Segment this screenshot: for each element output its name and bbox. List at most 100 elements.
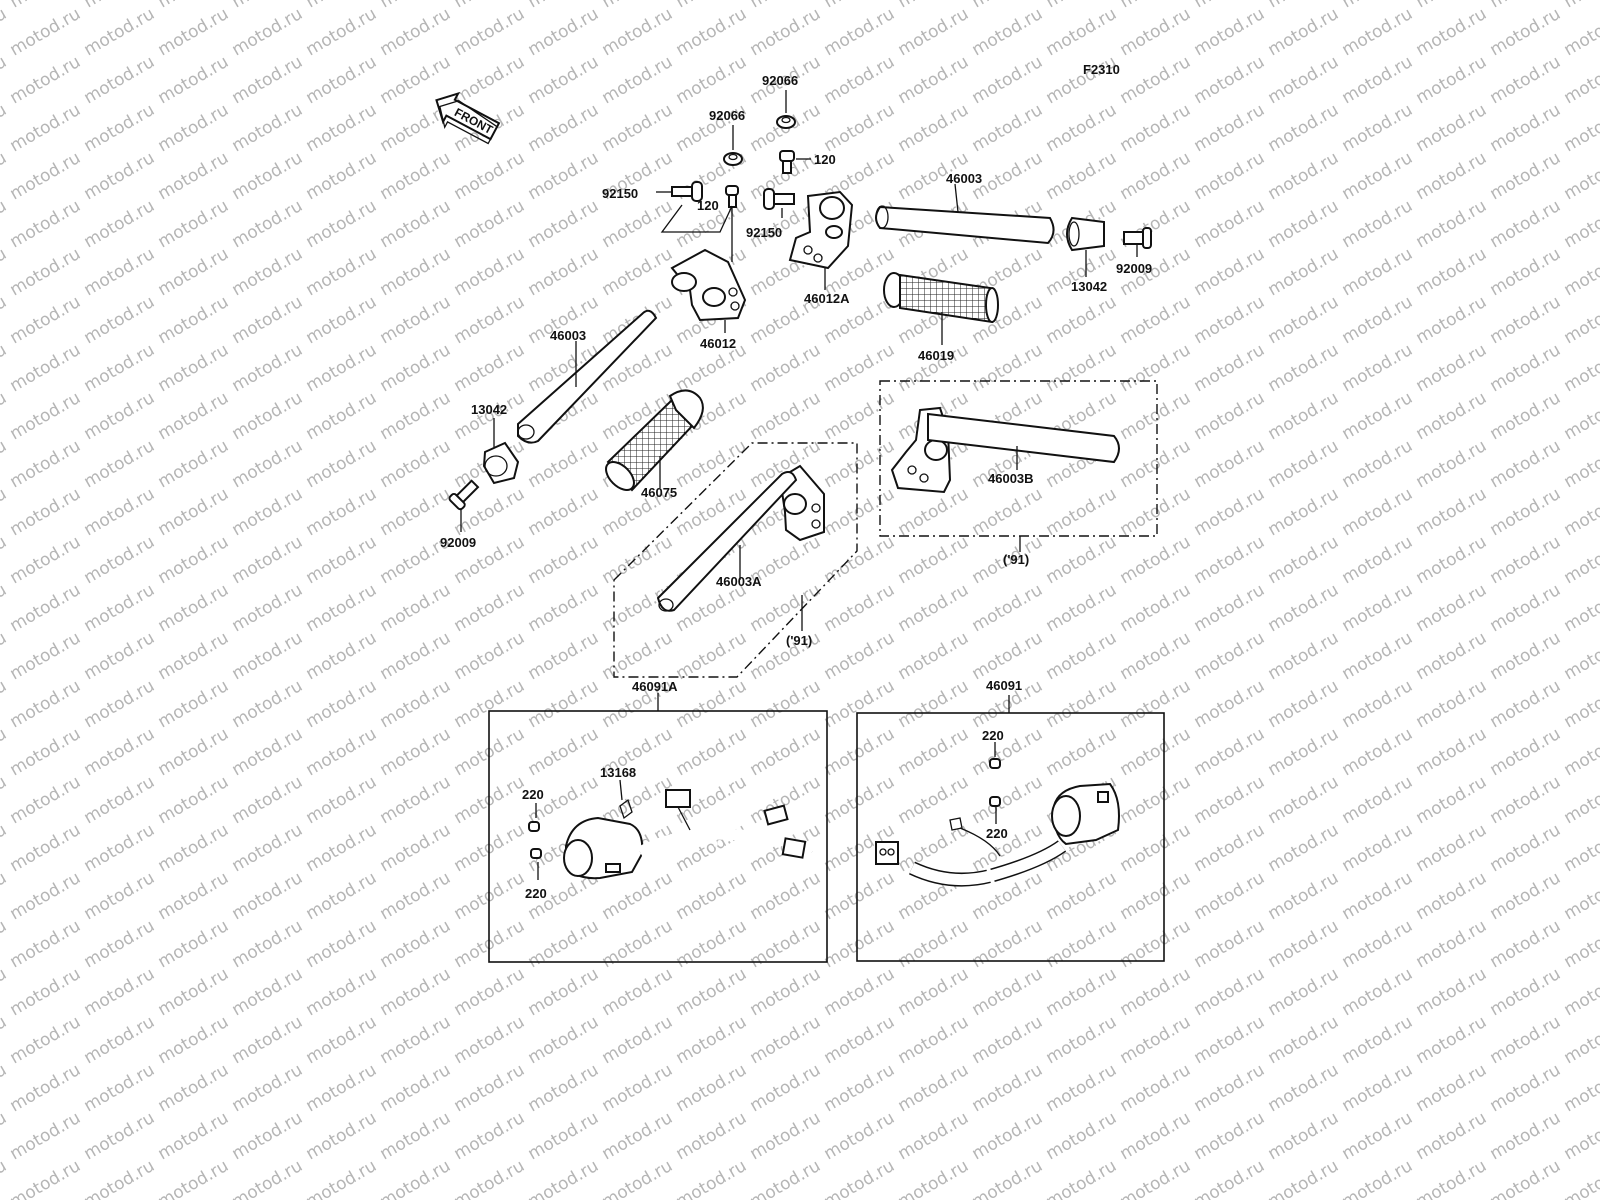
label-46019: 46019 bbox=[918, 348, 954, 363]
screw-92009-left bbox=[448, 479, 480, 511]
grip-46075 bbox=[605, 389, 704, 492]
label-220-b2: 220 bbox=[986, 826, 1008, 841]
watermark-text: motod.ru bbox=[0, 964, 10, 1020]
watermark-text: motod.ru bbox=[0, 772, 10, 828]
handlebar-46003A bbox=[656, 464, 825, 612]
handlebar-46003B bbox=[890, 406, 1120, 494]
watermark-text: motod.ru bbox=[1561, 532, 1600, 588]
watermark-text: motod.ru bbox=[0, 244, 10, 300]
watermark-text: motod.ru bbox=[1561, 244, 1600, 300]
handlebar-46003-left bbox=[517, 309, 658, 444]
switch-frame-46091 bbox=[856, 712, 1165, 962]
bolt-120-right bbox=[779, 150, 795, 174]
watermark-text: motod.ru bbox=[1561, 580, 1600, 636]
label-13042-right: 13042 bbox=[1071, 279, 1107, 294]
label-46012: 46012 bbox=[700, 336, 736, 351]
label-120-right: 120 bbox=[814, 152, 836, 167]
washer-92066-right bbox=[776, 115, 796, 129]
label-46012A: 46012A bbox=[804, 291, 850, 306]
watermark-text: motod.ru bbox=[1561, 964, 1600, 1020]
label-46003-left: 46003 bbox=[550, 328, 586, 343]
variant-frame-91-left bbox=[613, 442, 858, 678]
label-46091: 46091 bbox=[986, 678, 1022, 693]
figure-code: F2310 bbox=[1083, 62, 1120, 77]
variant-frame-91-right bbox=[879, 380, 1158, 537]
watermark-text: motod.ru bbox=[1561, 1012, 1600, 1068]
label-91-a: ('91) bbox=[786, 633, 812, 648]
label-46003A: 46003A bbox=[716, 574, 762, 589]
watermark-text: motod.ru bbox=[1561, 0, 1600, 12]
label-220-a2: 220 bbox=[525, 886, 547, 901]
grip-46019 bbox=[883, 272, 999, 324]
watermark-text: motod.ru bbox=[0, 4, 10, 60]
watermark-text: motod.ru bbox=[0, 100, 10, 156]
label-92066-right: 92066 bbox=[762, 73, 798, 88]
label-92009-left: 92009 bbox=[440, 535, 476, 550]
watermark-text: motod.ru bbox=[1561, 772, 1600, 828]
bar-end-13042-left bbox=[482, 441, 520, 485]
label-220-a1: 220 bbox=[522, 787, 544, 802]
watermark-text: motod.ru bbox=[0, 1108, 10, 1164]
watermark-text: motod.ru bbox=[1561, 436, 1600, 492]
bolt-92150-right bbox=[763, 188, 795, 210]
watermark-text: motod.ru bbox=[0, 292, 10, 348]
clamp-46012 bbox=[670, 248, 747, 322]
watermark-text: motod.ru bbox=[1561, 292, 1600, 348]
bar-end-13042-right bbox=[1066, 216, 1105, 252]
watermark-text: motod.ru bbox=[0, 820, 10, 876]
watermark-text: motod.ru bbox=[0, 580, 10, 636]
watermark-text: motod.ru bbox=[0, 532, 10, 588]
watermark-text: motod.ru bbox=[0, 628, 10, 684]
watermark-text: motod.ru bbox=[0, 916, 10, 972]
label-220-b1: 220 bbox=[982, 728, 1004, 743]
watermark-text: motod.ru bbox=[1561, 340, 1600, 396]
watermark-text: motod.ru bbox=[0, 724, 10, 780]
watermark-text: motod.ru bbox=[1561, 724, 1600, 780]
watermark-text: motod.ru bbox=[1561, 868, 1600, 924]
label-120-left: 120 bbox=[697, 198, 719, 213]
watermark-text: motod.ru bbox=[1561, 676, 1600, 732]
label-92150-left: 92150 bbox=[602, 186, 638, 201]
watermark-text: motod.ru bbox=[0, 868, 10, 924]
front-arrow-icon: FRONT bbox=[435, 91, 501, 145]
watermark-text: motod.ru bbox=[1561, 1060, 1600, 1116]
label-13168: 13168 bbox=[600, 765, 636, 780]
label-46075: 46075 bbox=[641, 485, 677, 500]
watermark-text: motod.ru bbox=[1561, 196, 1600, 252]
watermark-text: motod.ru bbox=[0, 340, 10, 396]
watermark-text: motod.ru bbox=[1561, 52, 1600, 108]
watermark-text: motod.ru bbox=[1561, 820, 1600, 876]
label-13042-left: 13042 bbox=[471, 402, 507, 417]
clamp-46012A bbox=[788, 190, 854, 270]
watermark-text: motod.ru bbox=[0, 52, 10, 108]
watermark-text: motod.ru bbox=[1561, 1156, 1600, 1200]
watermark-text: motod.ru bbox=[1561, 148, 1600, 204]
label-92009-right: 92009 bbox=[1116, 261, 1152, 276]
label-92150-right: 92150 bbox=[746, 225, 782, 240]
watermark-text: motod.ru bbox=[0, 676, 10, 732]
washer-92066-left bbox=[723, 152, 743, 166]
watermark-text: motod.ru bbox=[0, 484, 10, 540]
screw-92009-right bbox=[1123, 227, 1152, 249]
watermark-text: motod.ru bbox=[1561, 100, 1600, 156]
watermark-text: motod.ru bbox=[1561, 388, 1600, 444]
watermark-text: motod.ru bbox=[1561, 1108, 1600, 1164]
switch-assembly-46091A bbox=[528, 789, 815, 880]
watermark-text: motod.ru bbox=[1561, 4, 1600, 60]
watermark-text: motod.ru bbox=[0, 196, 10, 252]
switch-assembly-46091 bbox=[875, 758, 1120, 887]
watermark-text: motod.ru bbox=[0, 1012, 10, 1068]
label-46003-top: 46003 bbox=[946, 171, 982, 186]
label-92066-left: 92066 bbox=[709, 108, 745, 123]
watermark-text: motod.ru bbox=[1561, 484, 1600, 540]
watermark-text: motod.ru bbox=[0, 148, 10, 204]
watermark-text: motod.ru bbox=[0, 1060, 10, 1116]
watermark-text: motod.ru bbox=[0, 388, 10, 444]
handlebar-46003-top bbox=[875, 205, 1055, 245]
watermark-text: motod.ru bbox=[1561, 628, 1600, 684]
watermark-text: motod.ru bbox=[0, 436, 10, 492]
label-46091A: 46091A bbox=[632, 679, 678, 694]
watermark-text: motod.ru bbox=[1561, 916, 1600, 972]
